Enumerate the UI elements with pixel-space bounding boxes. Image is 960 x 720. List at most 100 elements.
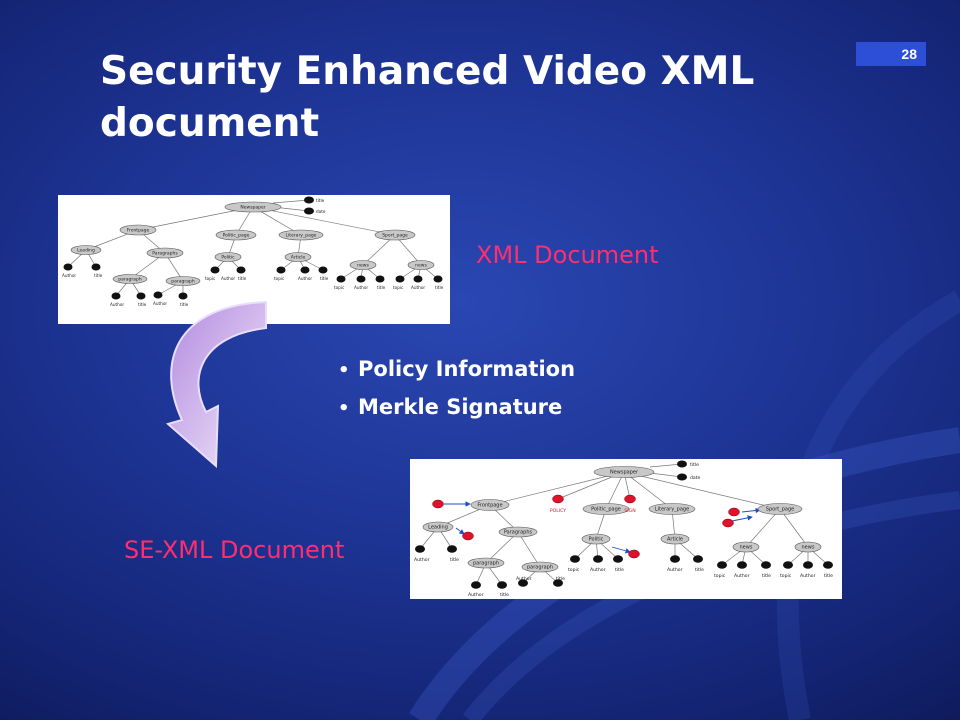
tree-leaf (803, 561, 813, 569)
tree-leaf (111, 292, 121, 300)
tree-node (757, 503, 803, 515)
node-label: Politic (589, 537, 604, 543)
bullet-item: • Merkle Signature (338, 388, 575, 426)
leaf-label: title (500, 592, 509, 598)
se-xml-tree-image: Newspaper Frontpage Politic_page Literar… (410, 459, 842, 599)
leaf-label: title (762, 573, 771, 579)
leaf-label: topic (393, 285, 404, 290)
tree-leaf (447, 545, 457, 553)
policy-label: POLICY (550, 508, 566, 514)
tree-leaf (471, 581, 481, 589)
node-label: news (357, 264, 369, 269)
leaf-label: topic (714, 573, 726, 579)
tree-leaf (304, 207, 314, 215)
node-label: Frontpage (477, 503, 502, 509)
leaf-label: title (450, 557, 459, 563)
tree-node (284, 252, 312, 262)
tree-node (470, 499, 510, 511)
policy-node (728, 507, 740, 517)
sign-label: SIGN (624, 508, 635, 514)
leaf-label: topic (780, 573, 792, 579)
tree-leaf (677, 460, 687, 468)
bullet-text: Merkle Signature (358, 395, 563, 419)
tree-node (794, 541, 822, 553)
tree-leaf (304, 196, 314, 204)
node-label: Literary_page (655, 507, 689, 513)
leaf-label: title (320, 276, 329, 281)
tree-node (407, 260, 435, 270)
tree-node (660, 533, 690, 545)
tree-node (581, 533, 611, 545)
tree-leaf (433, 275, 443, 283)
leaf-label: title (435, 285, 444, 290)
se-xml-document-label: SE-XML Document (124, 536, 345, 564)
tree-leaf (783, 561, 793, 569)
tree-leaf (318, 266, 328, 274)
tree-node (215, 229, 257, 241)
tree-leaf (670, 555, 680, 563)
leaf-label: topic (568, 567, 580, 573)
node-label: Sport_page (766, 507, 794, 513)
leaf-label: Author (414, 557, 430, 563)
node-label: Newspaper (610, 470, 639, 476)
tree-node (374, 229, 416, 241)
leaf-label: title (238, 276, 247, 281)
leaf-label: title (824, 573, 833, 579)
leaf-label: Author (800, 573, 816, 579)
node-label: Politic_page (223, 233, 250, 239)
bullet-text: Policy Information (358, 357, 576, 381)
leaf-label: Author (62, 273, 76, 278)
tree-leaf (153, 291, 163, 299)
node-label: Article (667, 537, 683, 543)
tree-leaf (91, 263, 101, 271)
tree-leaf (717, 561, 727, 569)
node-label: Politic_page (591, 507, 621, 513)
leaf-label: Author (516, 576, 532, 582)
tree-node (214, 252, 242, 262)
leaf-label: Author (153, 301, 167, 306)
tree-leaf (236, 266, 246, 274)
leaf-label: Author (354, 285, 368, 290)
tree-leaf (518, 579, 528, 587)
leaf-label: title (690, 462, 699, 468)
policy-node (462, 531, 474, 541)
bullet-list: • Policy Information • Merkle Signature (338, 350, 575, 426)
tree-node (498, 526, 538, 538)
node-label: Literary_page (286, 233, 317, 239)
tree-leaf (613, 555, 623, 563)
node-label: Newspaper (240, 205, 265, 211)
policy-node (722, 518, 734, 528)
node-label: news (802, 545, 815, 551)
tree-leaf (395, 275, 405, 283)
tree-node (582, 503, 630, 515)
bullet-dot-icon: • (338, 398, 350, 419)
slide-title: Security Enhanced Video XML document (100, 49, 755, 146)
leaf-label: title (615, 567, 624, 573)
xml-document-label: XML Document (476, 241, 659, 269)
transform-arrow-icon (165, 300, 267, 469)
node-label: Politic (221, 255, 235, 261)
tree-leaf (63, 263, 73, 271)
leaf-label: Author (110, 302, 124, 307)
leaf-label: date (316, 209, 326, 214)
leaf-label: date (690, 475, 701, 481)
tree-leaf (356, 275, 366, 283)
tree-leaf (737, 561, 747, 569)
tree-node (70, 245, 102, 255)
bullet-item: • Policy Information (338, 350, 575, 388)
tree-leaf (210, 266, 220, 274)
signature-node (624, 494, 636, 504)
leaf-label: Author (590, 567, 606, 573)
bullet-dot-icon: • (338, 360, 350, 381)
tree-leaf (823, 561, 833, 569)
tree-node (593, 466, 655, 478)
tree-leaf (593, 555, 603, 563)
node-label: Frontpage (127, 228, 150, 234)
leaf-label: title (316, 198, 325, 203)
tree-node (165, 276, 201, 286)
tree-node (349, 260, 377, 270)
leaf-label: Author (468, 592, 484, 598)
tree-leaf (336, 275, 346, 283)
tree-node (224, 201, 282, 213)
